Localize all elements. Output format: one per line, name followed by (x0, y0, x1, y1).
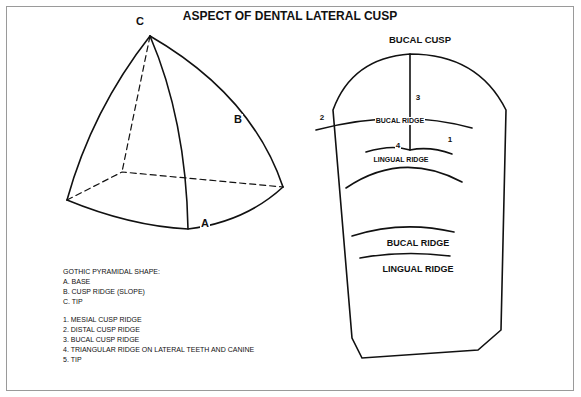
cusp-outline (333, 54, 506, 358)
callout-number: 3 (415, 94, 421, 102)
callout-number: 1 (447, 136, 453, 144)
vertex-letter: A (200, 218, 210, 230)
buccal-ridge-arc (352, 227, 454, 236)
legend-item: 3. BUCAL CUSP RIDGE (62, 336, 140, 343)
hidden-base (67, 172, 283, 200)
title: ASPECT OF DENTAL LATERAL CUSP (183, 9, 397, 23)
frame (7, 7, 574, 391)
hidden-edge (122, 36, 150, 172)
legend-item: B. CUSP RIDGE (SLOPE) (62, 288, 146, 295)
legend-item: 5. TIP (62, 356, 83, 363)
vertex-letter: C (135, 16, 145, 28)
part-label: BUCAL RIDGE (375, 117, 425, 124)
buccal-cusp-ridge (409, 54, 411, 150)
pyramid-drawing (67, 36, 283, 229)
callout-number: 2 (319, 114, 325, 122)
legend-item: A. BASE (62, 278, 91, 285)
part-label: LINGUAL RIDGE (382, 265, 455, 274)
legend-item: 4. TRIANGULAR RIDGE ON LATERAL TEETH AND… (62, 346, 255, 353)
arch-line (346, 167, 462, 188)
pyramid-edge (67, 36, 150, 200)
pyramid-edge (150, 36, 283, 187)
lingual-ridge-arc (360, 253, 450, 258)
legend-item: 1. MESIAL CUSP RIDGE (62, 316, 143, 323)
part-label: BUCAL RIDGE (386, 239, 450, 248)
lingual-ridge-line (366, 147, 452, 154)
cusp-ridge (150, 36, 188, 229)
part-label: LINGUAL RIDGE (372, 156, 429, 163)
part-label: BUCAL CUSP (388, 35, 452, 45)
pyramid-base (67, 187, 283, 229)
legend-item: 2. DISTAL CUSP RIDGE (62, 326, 141, 333)
legend-heading: GOTHIC PYRAMIDAL SHAPE: (62, 268, 161, 275)
cusp-drawing (316, 54, 506, 358)
callout-number: 4 (395, 142, 401, 150)
legend-item: C. TIP (62, 298, 84, 305)
vertex-letter: B (233, 114, 243, 126)
